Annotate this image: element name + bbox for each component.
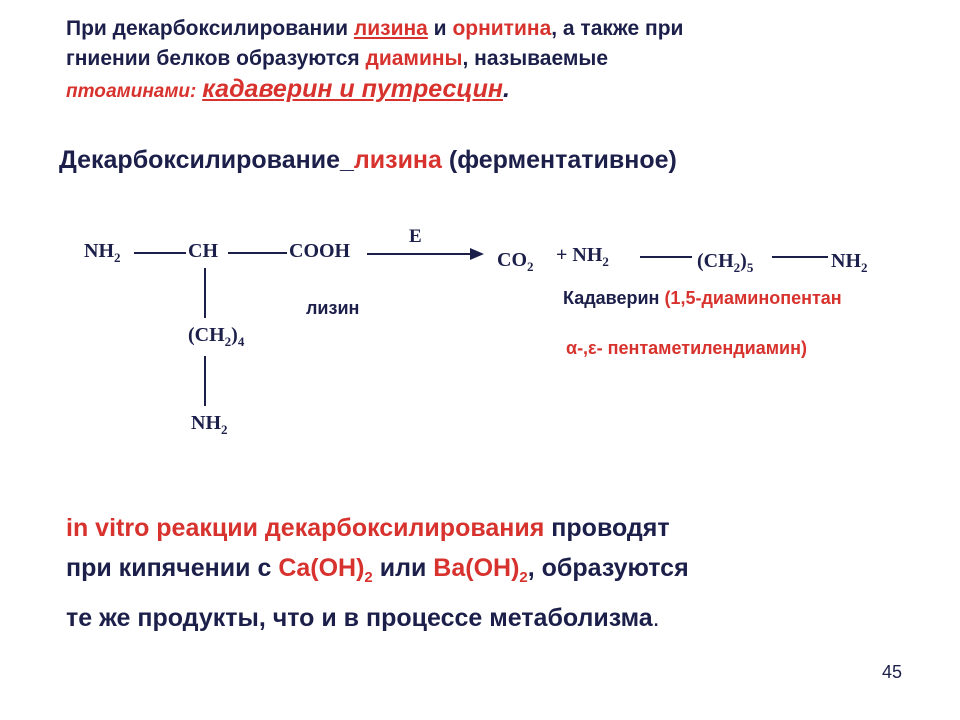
- intro-paragraph: При декарбоксилировании лизина и орнитин…: [66, 14, 926, 107]
- page-number: 45: [881, 662, 902, 682]
- reaction-arrowhead: [470, 248, 484, 260]
- ch2-4-group: (CH2)4: [188, 324, 245, 349]
- ornithine-term: орнитина: [452, 17, 552, 40]
- cadaverine-name-2: α-,ε- пентаметилендиамин): [566, 338, 807, 358]
- intro-text-4: , называемые: [462, 47, 609, 70]
- plus-nh2: + NH2: [556, 244, 609, 269]
- ch2-5-group: (CH2)5: [697, 250, 754, 275]
- heading-part-2: (ферментативное): [441, 146, 677, 174]
- intro-text-2: , а также при: [551, 17, 684, 40]
- outro-text-3: , образуются: [527, 554, 689, 582]
- outro-text-4: те же продукты, что и в процессе метабол…: [66, 604, 653, 632]
- intro-text-3: гниении белков образуются: [66, 47, 366, 70]
- cooh-group: COOH: [289, 240, 351, 262]
- ch-group: CH: [188, 240, 218, 262]
- nh2-left: NH2: [84, 240, 121, 265]
- co2-product: CO2: [497, 249, 534, 274]
- lysine-term: лизина: [353, 17, 428, 40]
- intro-text-1: При декарбоксилировании: [66, 17, 354, 40]
- and-word: и: [427, 17, 453, 40]
- or-word: или: [372, 554, 434, 582]
- outro-text-2: при кипячении с: [66, 554, 279, 582]
- lysine-label: лизин: [306, 298, 360, 318]
- nh2-right: NH2: [831, 250, 868, 275]
- nh2-bottom: NH2: [191, 412, 228, 437]
- heading-part-1: Декарбоксилирование_: [59, 146, 354, 174]
- outro-dot: .: [652, 604, 660, 632]
- heading-lysine: лизина: [353, 146, 442, 174]
- ptomaines-term: птоаминами:: [66, 81, 197, 102]
- diamines-term: диамины: [365, 47, 463, 70]
- section-heading: Декарбоксилирование_лизина (ферментативн…: [59, 146, 677, 175]
- enzyme-label: E: [409, 226, 422, 247]
- outro-text-1: проводят: [544, 514, 670, 542]
- cadaverine-label: Кадаверин (1,5-диаминопентан: [563, 288, 842, 308]
- products-term: кадаверин и путресцин: [202, 75, 503, 103]
- in-vitro-phrase: in vitro реакции декарбоксилирования: [66, 514, 545, 542]
- baoh-formula: Ba(OH)2: [433, 554, 528, 586]
- intro-dot: .: [502, 75, 510, 103]
- outro-paragraph: in vitro реакции декарбоксилирования про…: [66, 508, 926, 638]
- caoh-formula: Ca(OH)2: [278, 554, 373, 586]
